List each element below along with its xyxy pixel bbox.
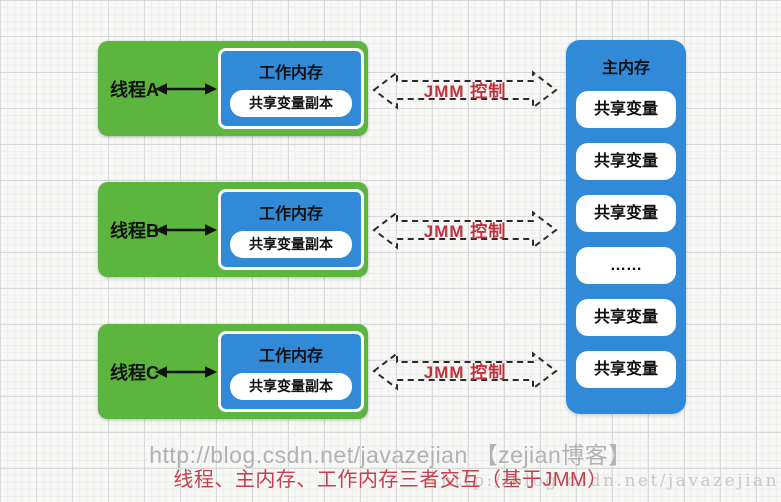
dashed-double-arrow-icon [372, 70, 558, 110]
thread-c-box: 线程C 工作内存 共享变量副本 [98, 324, 368, 419]
shared-variable-copy: 共享变量副本 [230, 373, 352, 400]
shared-variable: 共享变量 [576, 143, 676, 180]
working-memory-title: 工作内存 [258, 65, 323, 82]
working-memory-box: 工作内存 共享变量副本 [218, 48, 364, 129]
shared-variable-copy: 共享变量副本 [230, 90, 352, 117]
jmm-control-arrow-c: JMM 控制 [371, 349, 559, 393]
shared-variable: 共享变量 [576, 351, 676, 388]
working-memory-box: 工作内存 共享变量副本 [218, 189, 364, 270]
watermark-url: http://blog.csdn.net/javazejian [440, 471, 779, 491]
double-arrow-icon [155, 82, 217, 95]
ellipsis-slot: …… [576, 247, 676, 284]
thread-a-label: 线程A [110, 79, 159, 100]
shared-variable: 共享变量 [576, 195, 676, 232]
double-arrow-icon [155, 365, 217, 378]
thread-b-label: 线程B [110, 220, 159, 241]
jmm-control-arrow-a: JMM 控制 [371, 68, 559, 112]
jmm-control-label: JMM 控制 [423, 363, 507, 382]
jmm-control-label: JMM 控制 [423, 82, 507, 101]
working-memory-box: 工作内存 共享变量副本 [218, 331, 364, 412]
working-memory-title: 工作内存 [258, 348, 323, 365]
shared-variable: 共享变量 [576, 91, 676, 128]
diagram-caption: 线程、主内存、工作内存三者交互（基于JMM） [173, 469, 608, 491]
shared-variable: 共享变量 [576, 299, 676, 336]
shared-variable-copy: 共享变量副本 [230, 231, 352, 258]
thread-a-box: 线程A 工作内存 共享变量副本 [98, 41, 368, 136]
main-memory-box: 主内存 共享变量 共享变量 共享变量 …… 共享变量 共享变量 [566, 40, 686, 414]
jmm-control-arrow-b: JMM 控制 [371, 208, 559, 252]
dashed-double-arrow-icon [372, 210, 558, 250]
thread-c-label: 线程C [110, 362, 159, 383]
dashed-double-arrow-icon [372, 351, 558, 391]
main-memory-slots: 共享变量 共享变量 共享变量 …… 共享变量 共享变量 [566, 91, 686, 388]
double-arrow-icon [155, 223, 217, 236]
thread-b-box: 线程B 工作内存 共享变量副本 [98, 182, 368, 277]
main-memory-title: 主内存 [601, 60, 650, 77]
jmm-control-label: JMM 控制 [423, 222, 507, 241]
working-memory-title: 工作内存 [258, 206, 323, 223]
blog-url-text: http://blog.csdn.net/javazejian 【zejian博… [149, 442, 632, 468]
